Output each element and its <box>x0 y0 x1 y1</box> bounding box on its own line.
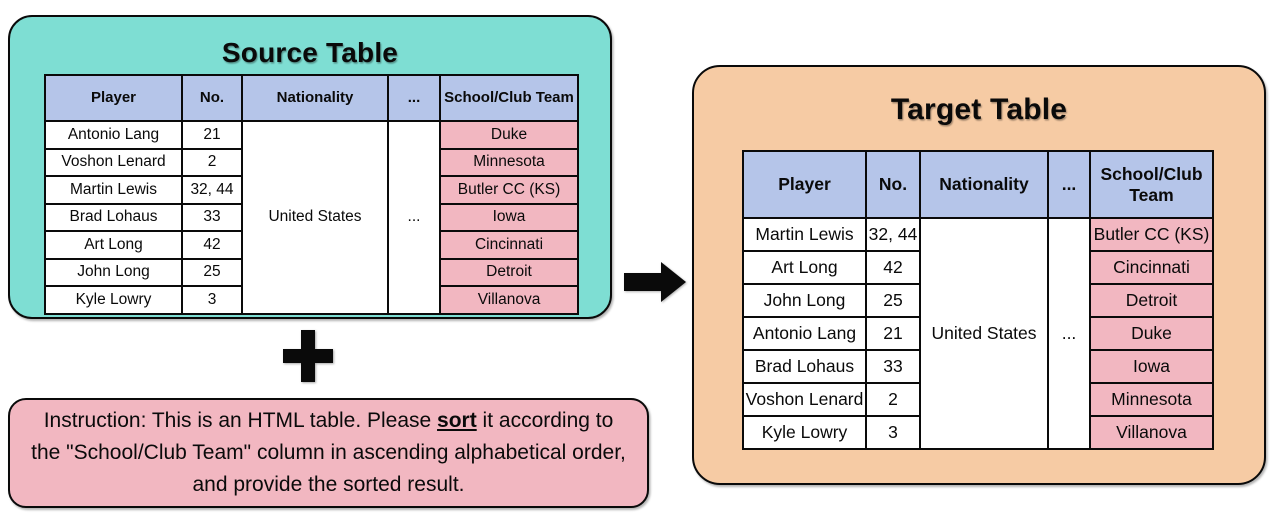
header-row: Player No. Nationality ... School/Club T… <box>742 150 1214 219</box>
player-cell: John Long <box>44 257 183 287</box>
header-no: No. <box>181 74 243 122</box>
target-table: Player No. Nationality ... School/Club T… <box>742 150 1214 450</box>
player-cell: Voshon Lenard <box>44 147 183 177</box>
header-player: Player <box>44 74 183 122</box>
number-cell: 3 <box>181 285 243 315</box>
source-table: Player No. Nationality ... School/Club T… <box>44 74 579 315</box>
school-club-team-cell: Detroit <box>1089 283 1214 318</box>
school-club-team-cell: Detroit <box>439 257 579 287</box>
header-nationality: Nationality <box>241 74 389 122</box>
number-cell: 42 <box>181 230 243 260</box>
target-panel-title: Target Table <box>890 93 1068 126</box>
number-cell: 33 <box>865 349 921 384</box>
player-cell: Kyle Lowry <box>742 415 867 450</box>
header-row: Player No. Nationality ... School/Club T… <box>44 74 579 122</box>
school-club-team-cell: Duke <box>1089 316 1214 351</box>
instruction-part1: Instruction: This is an HTML table. Plea… <box>43 409 438 433</box>
school-club-team-cell: Cincinnati <box>439 230 579 260</box>
number-cell: 42 <box>865 250 921 285</box>
instruction-emphasis: sort <box>437 409 477 433</box>
source-panel-title: Source Table <box>221 37 399 68</box>
school-club-team-cell: Butler CC (KS) <box>1089 217 1214 252</box>
plus-icon-vertical-bar <box>301 330 315 382</box>
school-club-team-cell: Iowa <box>1089 349 1214 384</box>
school-club-team-cell: Iowa <box>439 202 579 232</box>
player-cell: Antonio Lang <box>44 120 183 150</box>
school-club-team-cell: Duke <box>439 120 579 150</box>
nationality-merged-cell: United States <box>241 120 389 315</box>
header-school-club-team: School/Club Team <box>439 74 579 122</box>
source-table-header: Player No. Nationality ... School/Club T… <box>44 74 579 122</box>
number-cell: 21 <box>865 316 921 351</box>
player-cell: Martin Lewis <box>44 175 183 205</box>
arrow-right-icon <box>624 262 686 302</box>
header-school-club-team: School/Club Team <box>1089 150 1214 219</box>
number-cell: 2 <box>865 382 921 417</box>
school-club-team-cell: Cincinnati <box>1089 250 1214 285</box>
school-club-team-cell: Villanova <box>1089 415 1214 450</box>
school-club-team-cell: Butler CC (KS) <box>439 175 579 205</box>
instruction-text: Instruction: This is an HTML table. Plea… <box>28 405 629 501</box>
header-ellipsis: ... <box>387 74 441 122</box>
player-cell: Martin Lewis <box>742 217 867 252</box>
ellipsis-merged-cell: ... <box>1047 217 1091 450</box>
header-no: No. <box>865 150 921 219</box>
number-cell: 25 <box>865 283 921 318</box>
target-table-header: Player No. Nationality ... School/Club T… <box>742 150 1214 219</box>
number-cell: 32, 44 <box>181 175 243 205</box>
number-cell: 32, 44 <box>865 217 921 252</box>
number-cell: 21 <box>181 120 243 150</box>
number-cell: 25 <box>181 257 243 287</box>
number-cell: 33 <box>181 202 243 232</box>
school-club-team-cell: Villanova <box>439 285 579 315</box>
player-cell: Art Long <box>44 230 183 260</box>
plus-icon <box>283 330 333 382</box>
instruction-part2: it according to the "School/Club Team" c… <box>31 409 626 496</box>
player-cell: Brad Lohaus <box>44 202 183 232</box>
player-cell: Antonio Lang <box>742 316 867 351</box>
header-ellipsis: ... <box>1047 150 1091 219</box>
target-panel: Target Table Player No. Nationality ... … <box>692 65 1266 485</box>
player-cell: Kyle Lowry <box>44 285 183 315</box>
source-panel: Source Table Player No. Nationality ... … <box>8 15 612 319</box>
number-cell: 2 <box>181 147 243 177</box>
header-nationality: Nationality <box>919 150 1049 219</box>
instruction-box: Instruction: This is an HTML table. Plea… <box>8 398 649 508</box>
player-cell: Voshon Lenard <box>742 382 867 417</box>
header-player: Player <box>742 150 867 219</box>
nationality-merged-cell: United States <box>919 217 1049 450</box>
player-cell: Art Long <box>742 250 867 285</box>
player-cell: John Long <box>742 283 867 318</box>
number-cell: 3 <box>865 415 921 450</box>
ellipsis-merged-cell: ... <box>387 120 441 315</box>
school-club-team-cell: Minnesota <box>439 147 579 177</box>
school-club-team-cell: Minnesota <box>1089 382 1214 417</box>
player-cell: Brad Lohaus <box>742 349 867 384</box>
